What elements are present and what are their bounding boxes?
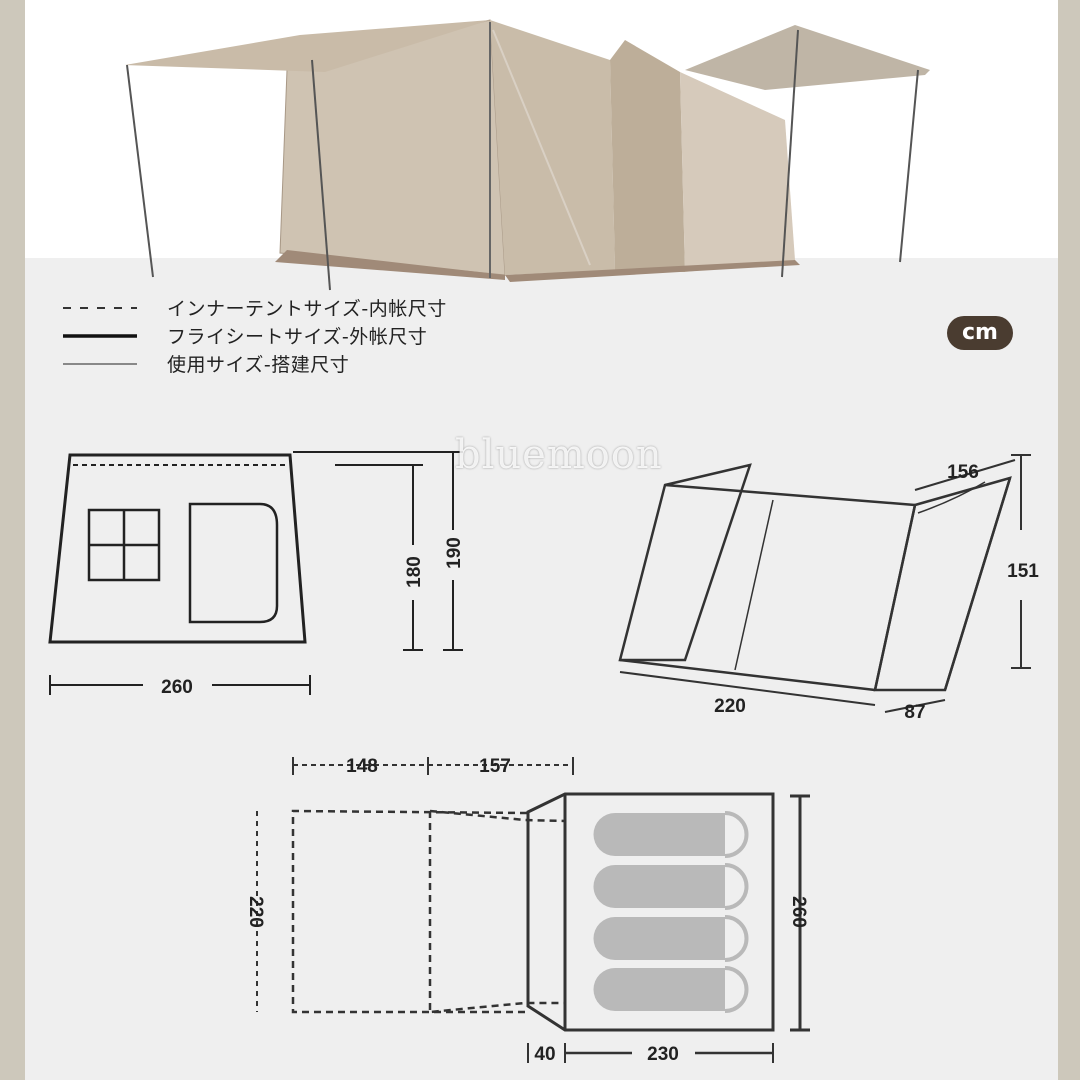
- inner-length-label: 230: [647, 1044, 679, 1065]
- vestibule-label: 40: [534, 1044, 555, 1065]
- legend-usage: 使用サイズ-搭建尺寸: [167, 354, 350, 376]
- frame-view: [618, 454, 1031, 713]
- sleeping-bag: [593, 917, 725, 960]
- frame-length-label: 220: [714, 696, 746, 717]
- tent-photo: [125, 19, 930, 291]
- sleeping-bag: [593, 968, 725, 1011]
- frame-depth-label: 156: [947, 462, 979, 483]
- unit-badge: cm: [947, 316, 1013, 350]
- side-outer-height-label: 190: [444, 537, 465, 569]
- awning-a-label: 148: [346, 756, 378, 777]
- floor-width-label: 260: [788, 896, 809, 928]
- watermark: bluemoon: [455, 432, 663, 478]
- product-diagram: 260 180 190 156 151 220 87: [25, 0, 1058, 1080]
- legend-inner-tent: インナーテントサイズ-内帐尺寸: [167, 298, 447, 320]
- legend-fly-sheet: フライシートサイズ-外帐尺寸: [167, 326, 428, 348]
- sleeping-bags: [593, 811, 749, 1013]
- sleeping-bag: [593, 865, 725, 908]
- side-view: [48, 451, 463, 695]
- frame-height-label: 151: [1007, 561, 1039, 582]
- awning-b-label: 157: [479, 756, 511, 777]
- awning-depth-label: 220: [245, 896, 266, 928]
- floor-plan: [256, 757, 810, 1063]
- side-width-label: 260: [161, 677, 193, 698]
- frame-end-width-label: 87: [904, 702, 925, 723]
- side-inner-height-label: 180: [404, 556, 425, 588]
- sleeping-bag: [593, 813, 725, 856]
- diagram-drawing: 260 180 190 156 151 220 87: [48, 19, 1039, 1065]
